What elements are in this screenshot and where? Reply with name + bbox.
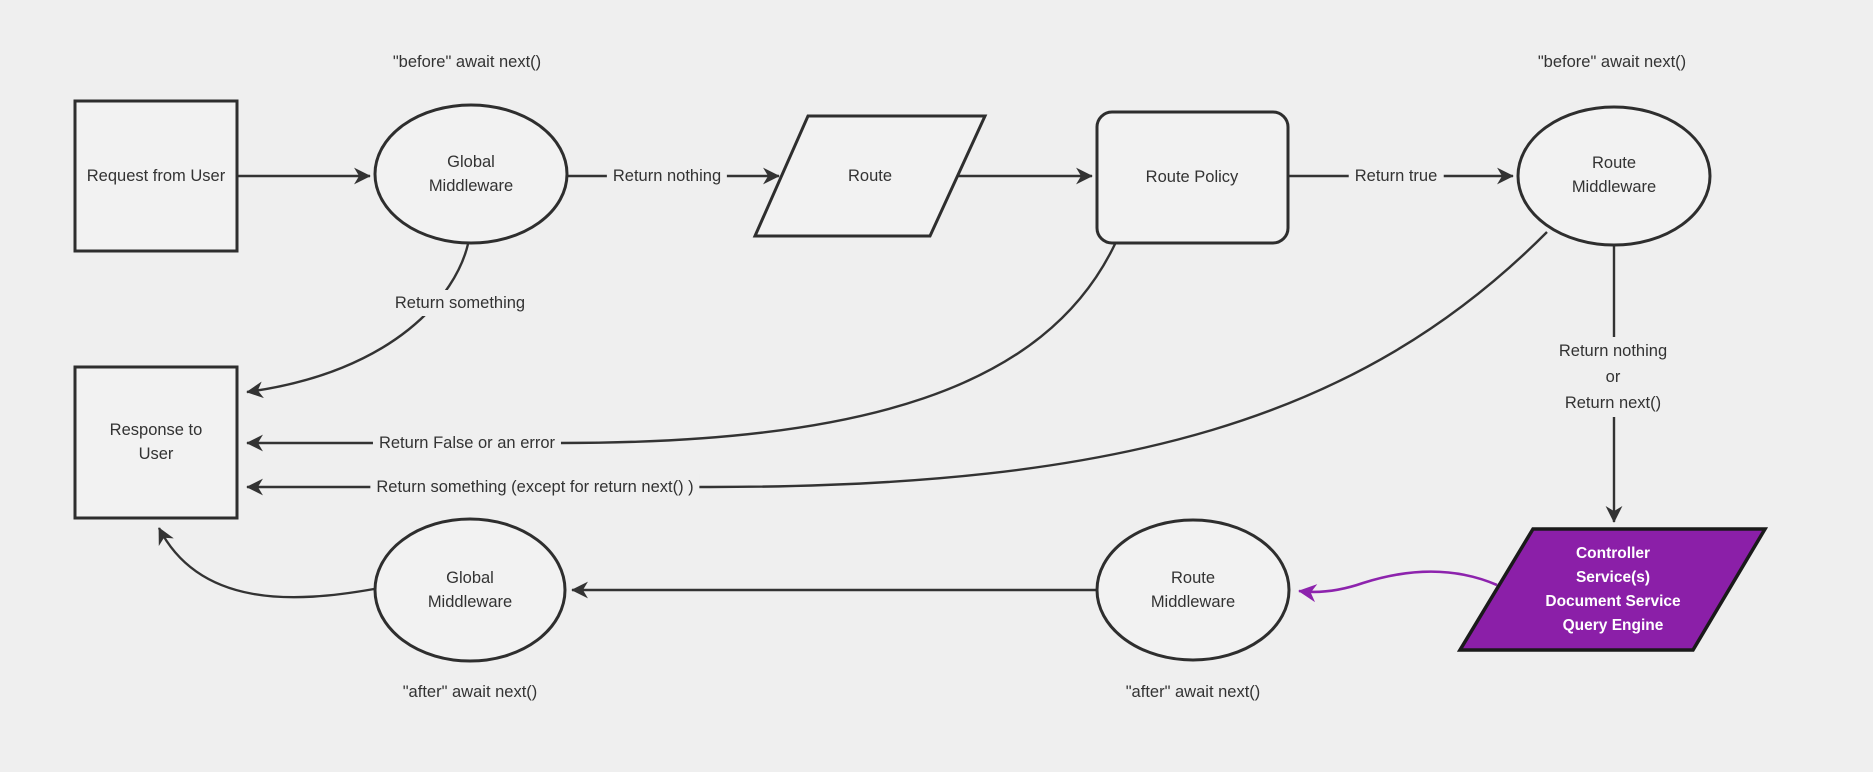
edge-label-after-await-next-left: "after" await next() bbox=[402, 683, 538, 701]
edge-label-after-await-next-right: "after" await next() bbox=[1125, 683, 1261, 701]
controller-label-line-4: Query Engine bbox=[1562, 617, 1664, 634]
edge-label-return-false-or-error: Return False or an error bbox=[372, 430, 562, 456]
node-label-route-policy: Route Policy bbox=[1145, 168, 1239, 186]
node-route-middleware-after bbox=[1095, 518, 1291, 662]
edge-label-return-nothing: Return nothing bbox=[606, 163, 728, 189]
node-request-from-user bbox=[73, 99, 239, 253]
node-label-route-middleware-after: Route Middleware bbox=[1150, 569, 1236, 611]
edge-label-return-something: Return something bbox=[388, 290, 532, 316]
node-global-middleware-before bbox=[373, 103, 569, 245]
return-nothing-or-line-3: Return next() bbox=[1564, 394, 1662, 412]
edge-label-before-await-next-left: "before" await next() bbox=[392, 53, 542, 71]
controller-label-line-3: Document Service bbox=[1545, 593, 1681, 610]
edge-label-return-nothing-or-next: Return nothing or Return next() bbox=[1552, 337, 1674, 417]
edge-label-before-await-next-right: "before" await next() bbox=[1537, 53, 1687, 71]
edge-route-policy-return-false bbox=[246, 243, 1117, 452]
edge-global-middleware-after-to-response bbox=[157, 527, 375, 599]
node-label-response-to-user: Response to User bbox=[109, 421, 203, 463]
node-label-controller-services: Controller Service(s) Document Service Q… bbox=[1545, 542, 1680, 638]
node-label-global-middleware-before: Global Middleware bbox=[428, 153, 514, 195]
return-nothing-or-line-1: Return nothing bbox=[1558, 342, 1668, 360]
node-label-global-middleware-after: Global Middleware bbox=[427, 569, 513, 611]
node-response-to-user bbox=[73, 365, 239, 520]
node-route bbox=[752, 114, 988, 238]
node-controller-services bbox=[1456, 527, 1769, 652]
controller-label-line-2: Service(s) bbox=[1575, 569, 1651, 586]
node-label-route: Route bbox=[847, 167, 893, 185]
edge-label-return-something-except: Return something (except for return next… bbox=[370, 474, 700, 500]
node-global-middleware-after bbox=[373, 517, 567, 663]
edge-label-return-true: Return true bbox=[1348, 163, 1444, 189]
node-route-policy bbox=[1095, 110, 1290, 245]
node-label-route-middleware-before: Route Middleware bbox=[1571, 154, 1657, 196]
edge-global-middleware-return-something bbox=[246, 243, 470, 399]
node-route-middleware-before bbox=[1516, 105, 1712, 247]
return-nothing-or-line-2: or bbox=[1605, 368, 1621, 386]
controller-label-line-1: Controller bbox=[1575, 545, 1651, 562]
edge-controller-to-route-middleware-after bbox=[1298, 570, 1498, 603]
node-label-request-from-user: Request from User bbox=[86, 167, 226, 185]
edge-route-middleware-return-something-except bbox=[246, 231, 1548, 496]
